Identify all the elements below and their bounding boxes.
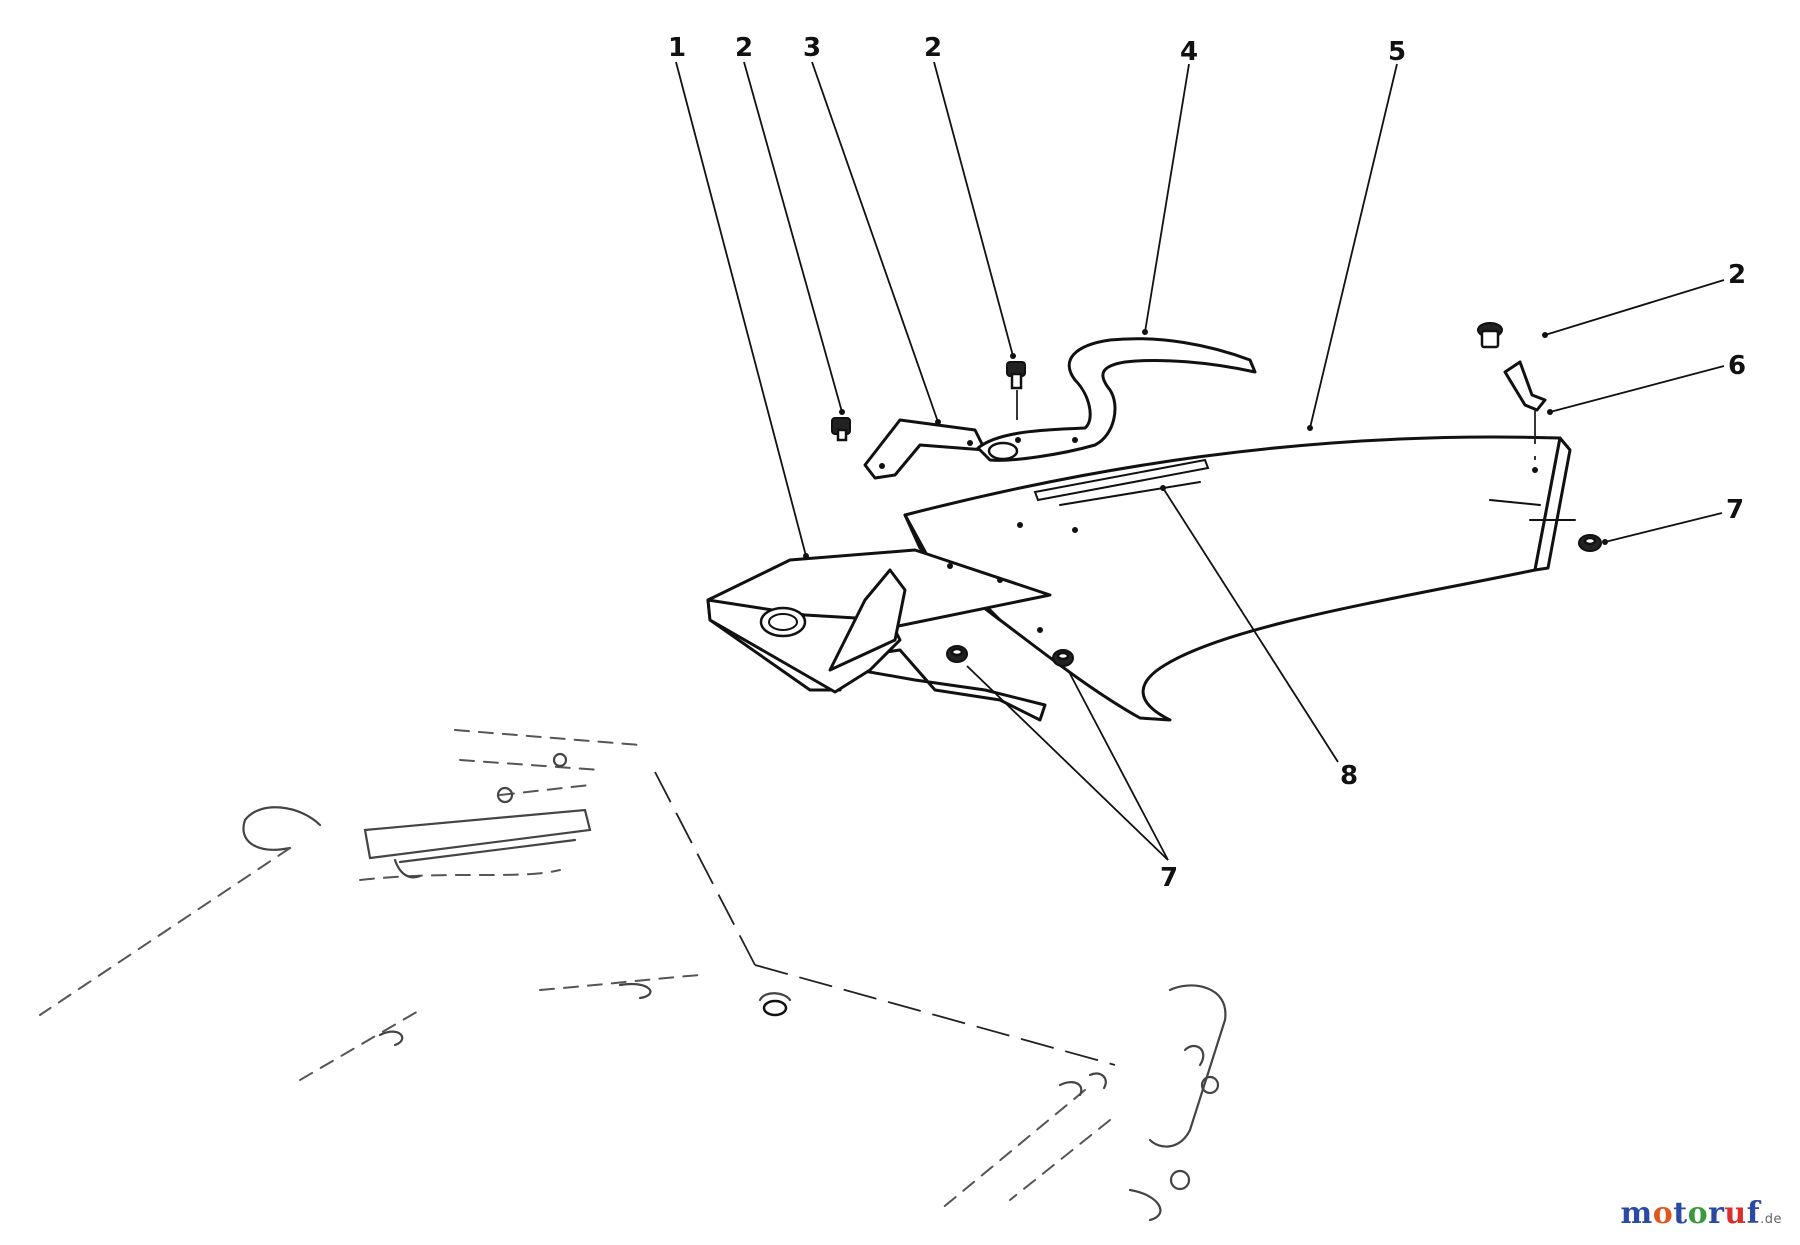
callout-2: 2 <box>1728 260 1746 290</box>
chute-housing <box>903 435 1576 722</box>
mower-frame-outline <box>39 729 1227 1222</box>
watermark-letter: o <box>1652 1196 1674 1231</box>
callout-labels: 1 2 3 2 4 5 2 6 7 8 7 <box>668 33 1746 893</box>
callout-5: 5 <box>1388 37 1406 67</box>
callout-2: 2 <box>924 33 942 63</box>
callout-8: 8 <box>1340 761 1358 791</box>
watermark-letter: u <box>1724 1196 1747 1231</box>
nut-icon <box>1052 649 1074 667</box>
callout-3: 3 <box>803 33 821 63</box>
callout-4: 4 <box>1180 37 1198 67</box>
clip-icon <box>1503 360 1547 460</box>
watermark-letter: m <box>1620 1196 1653 1231</box>
nut-icon <box>1578 534 1602 552</box>
watermark-logo: motoruf.de <box>1620 1196 1782 1231</box>
callout-2: 2 <box>735 33 753 63</box>
control-lever <box>976 337 1257 462</box>
bolt-icon <box>1006 361 1026 420</box>
hardware <box>831 322 1602 667</box>
callout-7: 7 <box>1160 863 1178 893</box>
nut-icon <box>946 645 968 663</box>
watermark-letter: t <box>1673 1196 1688 1231</box>
bolt-icon <box>1477 322 1503 349</box>
watermark-letter: f <box>1746 1196 1761 1231</box>
watermark-letter: r <box>1708 1196 1725 1231</box>
callout-7: 7 <box>1726 495 1744 525</box>
bolt-icon <box>831 417 851 442</box>
leader-lines <box>675 61 1725 861</box>
small-bracket <box>863 418 987 480</box>
callout-6: 6 <box>1728 351 1746 381</box>
watermark-tld: .de <box>1760 1212 1782 1227</box>
callout-1: 1 <box>668 33 686 63</box>
assembly-lines <box>654 771 1116 1066</box>
watermark-letter: o <box>1687 1196 1709 1231</box>
mounting-bracket <box>706 548 1052 722</box>
